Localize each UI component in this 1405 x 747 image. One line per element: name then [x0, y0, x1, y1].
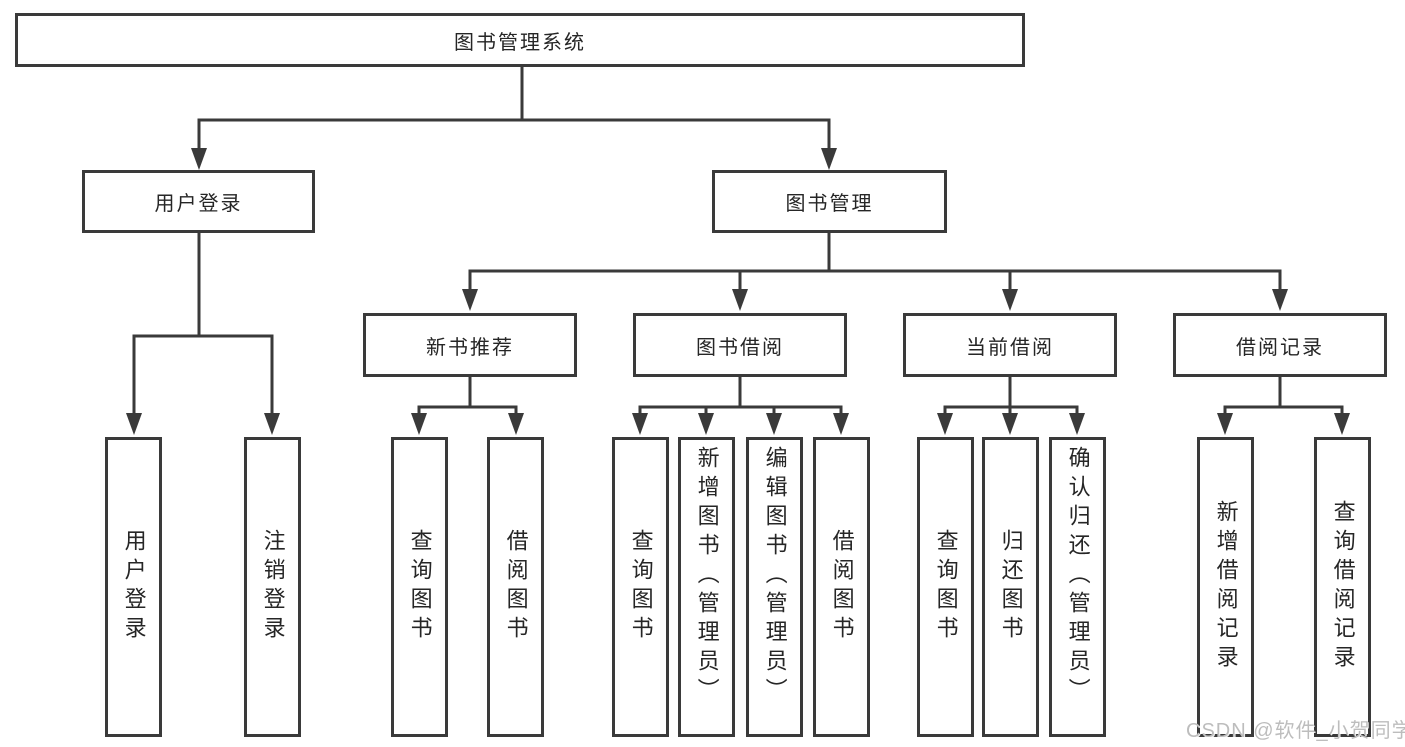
connector-group-book-borrowing	[632, 375, 849, 435]
leaf-borrow-books-borrowing: 借阅图书	[813, 437, 870, 737]
leaf-user-login: 用户登录	[105, 437, 162, 737]
node-new-book-recommendation: 新书推荐	[363, 313, 577, 377]
node-book-borrowing: 图书借阅	[633, 313, 847, 377]
leaf-add-borrow-record: 新增借阅记录	[1197, 437, 1254, 737]
connector-group-root	[191, 65, 837, 170]
leaf-return-books: 归还图书	[982, 437, 1039, 737]
csdn-watermark: CSDN @软件_小贺同学	[1186, 720, 1405, 742]
leaf-edit-books-admin: 编辑图书（管理员）	[746, 437, 803, 737]
node-current-borrowing: 当前借阅	[903, 313, 1117, 377]
connector-group-current-borrowing	[937, 375, 1085, 435]
leaf-query-books-borrowing: 查询图书	[612, 437, 669, 737]
leaf-borrow-books-recommend: 借阅图书	[487, 437, 544, 737]
leaf-query-books-current: 查询图书	[917, 437, 974, 737]
connector-group-user-login	[126, 231, 280, 435]
connector-group-new-book-recommendation	[411, 375, 524, 435]
node-user-login-branch: 用户登录	[82, 170, 315, 233]
node-book-management-branch: 图书管理	[712, 170, 947, 233]
node-root-library-management-system: 图书管理系统	[15, 13, 1025, 67]
leaf-query-books-recommend: 查询图书	[391, 437, 448, 737]
node-borrowing-records: 借阅记录	[1173, 313, 1387, 377]
leaf-add-books-admin: 新增图书（管理员）	[678, 437, 735, 737]
leaf-confirm-return-admin: 确认归还（管理员）	[1049, 437, 1106, 737]
connector-group-book-management	[462, 231, 1288, 311]
leaf-query-borrow-record: 查询借阅记录	[1314, 437, 1371, 737]
connector-group-borrowing-records	[1217, 375, 1350, 435]
leaf-logout: 注销登录	[244, 437, 301, 737]
